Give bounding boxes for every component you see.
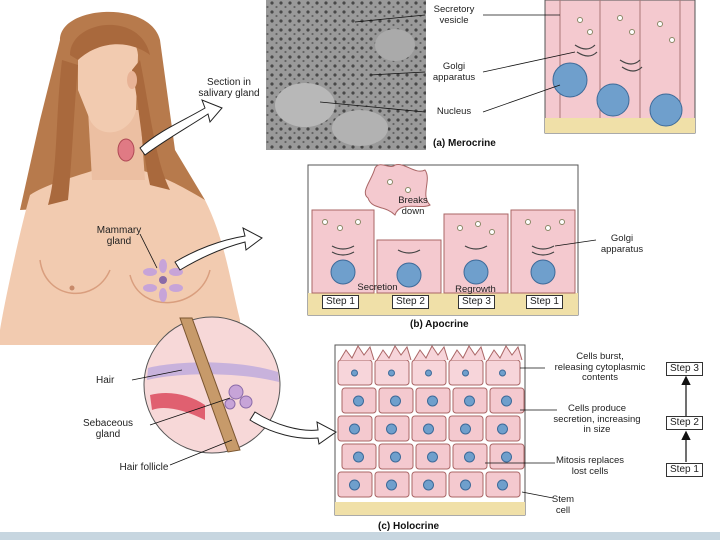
secretion-label: Secretion	[357, 282, 398, 293]
apocrine-step-1a: Step 1	[322, 295, 359, 309]
holocrine-nucleus	[386, 423, 397, 435]
holocrine-cells	[334, 344, 526, 516]
apocrine-step-1b: Step 1	[526, 295, 563, 309]
leader-lines	[131, 14, 597, 499]
apocrine-step-3: Step 3	[458, 295, 495, 309]
holocrine-nucleus	[386, 479, 397, 491]
holocrine-nucleus	[497, 423, 508, 435]
holocrine-nucleus	[427, 395, 438, 407]
hair-label: Hair	[96, 375, 115, 386]
merocrine-micrograph	[266, 0, 426, 150]
apocrine-step-2: Step 2	[392, 295, 429, 309]
holocrine-caption: (c) Holocrine	[378, 521, 440, 532]
skin-section-inset	[143, 316, 281, 454]
holocrine-nucleus	[501, 395, 512, 407]
holocrine-nucleus	[425, 369, 432, 377]
holocrine-nucleus	[460, 423, 471, 435]
holocrine-nucleus	[423, 423, 434, 435]
holocrine-nucleus	[464, 395, 475, 407]
holocrine-nucleus	[390, 395, 401, 407]
bursting-cell-top	[450, 345, 486, 361]
apocrine-cells	[307, 164, 579, 316]
holocrine-step-1: Step 1	[666, 463, 703, 477]
regrowth-label: Regrowth	[455, 284, 496, 295]
holocrine-nucleus	[388, 369, 395, 377]
holocrine-nucleus	[353, 395, 364, 407]
holocrine-nucleus	[464, 451, 475, 463]
holocrine-nucleus	[351, 369, 358, 377]
holocrine-nucleus	[499, 369, 506, 377]
holocrine-nucleus	[497, 479, 508, 491]
hair-follicle-label: Hair follicle	[119, 462, 169, 473]
connector-arrows	[139, 99, 337, 445]
holocrine-cell-grid	[337, 345, 525, 498]
merocrine-caption: (a) Merocrine	[433, 138, 496, 149]
bursting-cell-top	[339, 345, 375, 361]
bursting-cell-top	[487, 345, 523, 361]
holocrine-nucleus	[427, 451, 438, 463]
bursting-cell-top	[376, 345, 412, 361]
woman-figure	[0, 11, 240, 345]
holocrine-nucleus	[349, 423, 360, 435]
holocrine-nucleus	[349, 479, 360, 491]
bursting-cell-top	[413, 345, 449, 361]
nucleus-label: Nucleus	[436, 106, 472, 117]
holocrine-nucleus	[462, 369, 469, 377]
holocrine-nucleus	[460, 479, 471, 491]
holocrine-nucleus	[353, 451, 364, 463]
merocrine-cells	[544, 0, 696, 134]
holocrine-step-2: Step 2	[666, 416, 703, 430]
bottom-bar	[0, 532, 720, 540]
holocrine-nucleus	[423, 479, 434, 491]
mammary-gland-lobules	[143, 259, 183, 302]
holocrine-nucleus	[390, 451, 401, 463]
holocrine-nucleus	[501, 451, 512, 463]
holocrine-step-3: Step 3	[666, 362, 703, 376]
apocrine-caption: (b) Apocrine	[410, 319, 469, 330]
